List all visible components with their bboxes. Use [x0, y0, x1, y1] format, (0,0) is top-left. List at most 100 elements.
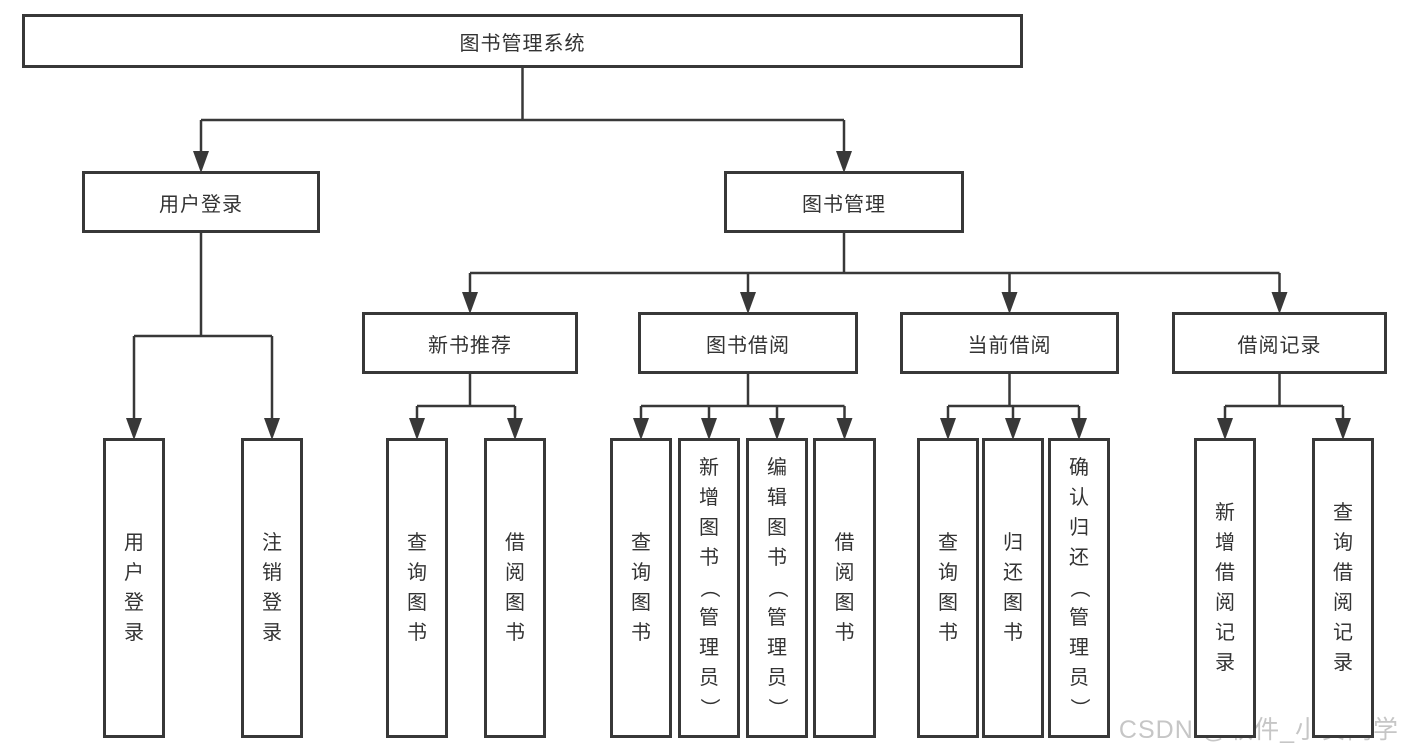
- node-label: 用户登录: [121, 528, 147, 648]
- label-char: 借: [834, 532, 855, 554]
- label-char: （: [698, 578, 720, 598]
- label-char: （: [1068, 578, 1090, 598]
- label-char: ）: [698, 698, 720, 718]
- node-label: 查询借阅记录: [1330, 498, 1356, 678]
- node-label: 图书管理系统: [459, 32, 586, 55]
- label-char: 注: [262, 532, 282, 554]
- label-char: 新: [1215, 502, 1235, 524]
- node-ul-logout: 注销登录: [241, 438, 303, 738]
- node-label: 新书推荐: [428, 334, 512, 357]
- node-borrow-records: 借阅记录: [1172, 312, 1387, 374]
- node-current-borrow: 当前借阅: [900, 312, 1119, 374]
- node-label: 当前借阅: [967, 334, 1052, 357]
- label-char: 图: [699, 517, 719, 539]
- label-char: 编: [767, 457, 787, 479]
- node-label: 注销登录: [259, 528, 285, 648]
- label-char: 询: [938, 562, 958, 584]
- label-char: 录: [124, 622, 144, 644]
- label-char: 管: [699, 607, 719, 629]
- label-char: 确: [1069, 457, 1089, 479]
- node-user-login: 用户登录: [82, 171, 320, 233]
- node-label: 图书管理: [802, 193, 886, 216]
- label-char: 录: [1215, 652, 1235, 674]
- label-char: 登: [124, 592, 144, 614]
- label-char: 图: [767, 517, 787, 539]
- label-char: 查: [1333, 502, 1353, 524]
- label-char: 户: [124, 562, 144, 584]
- node-label: 查询图书: [628, 528, 654, 648]
- label-char: 增: [699, 487, 719, 509]
- label-char: 图: [505, 592, 525, 614]
- label-char: 阅: [834, 562, 855, 584]
- node-ul-login: 用户登录: [103, 438, 165, 738]
- label-char: 书: [767, 547, 787, 569]
- label-char: 图: [1003, 592, 1023, 614]
- label-char: 阅: [1333, 592, 1353, 614]
- node-cb-confirm: 确认归还 （ 管理员 ）: [1048, 438, 1110, 738]
- label-char: （: [766, 578, 788, 598]
- node-nbr-query: 查询图书: [386, 438, 448, 738]
- label-char: 认: [1069, 487, 1089, 509]
- label-char: ）: [766, 698, 788, 718]
- label-char: 还: [1069, 547, 1089, 569]
- label-char: 理: [1069, 637, 1089, 659]
- label-char: 书: [505, 622, 525, 644]
- label-char: 理: [767, 637, 787, 659]
- node-label: 借阅记录: [1237, 334, 1322, 357]
- label-char: 登: [262, 592, 282, 614]
- label-char: 借: [505, 532, 525, 554]
- label-char: ）: [1068, 698, 1090, 718]
- node-label: 查询图书: [404, 528, 430, 648]
- node-label: 借阅图书: [502, 528, 528, 648]
- label-char: 录: [262, 622, 282, 644]
- node-root: 图书管理系统: [22, 14, 1023, 68]
- label-char: 管: [1069, 607, 1089, 629]
- node-label: 新增借阅记录: [1212, 498, 1238, 678]
- label-char: 查: [631, 532, 651, 554]
- label-char: 询: [1333, 532, 1353, 554]
- node-label: 新增图书（管理员）: [696, 453, 722, 723]
- label-char: 书: [938, 622, 958, 644]
- node-label: 归还图书: [1000, 528, 1026, 648]
- label-char: 查: [407, 532, 427, 554]
- label-char: 理: [699, 637, 719, 659]
- label-char: 图: [631, 592, 651, 614]
- label-char: 辑: [767, 487, 787, 509]
- label-char: 阅: [505, 562, 525, 584]
- label-char: 用: [124, 532, 144, 554]
- label-char: 员: [1069, 667, 1089, 689]
- label-char: 询: [631, 562, 651, 584]
- node-cb-return: 归还图书: [982, 438, 1044, 738]
- label-char: 询: [407, 562, 427, 584]
- label-char: 管: [767, 607, 787, 629]
- label-char: 销: [262, 562, 282, 584]
- node-label: 图书借阅: [706, 334, 790, 357]
- label-char: 增: [1215, 532, 1235, 554]
- label-char: 员: [767, 667, 787, 689]
- label-char: 记: [1333, 622, 1353, 644]
- label-char: 记: [1215, 622, 1235, 644]
- node-new-book-rec: 新书推荐: [362, 312, 578, 374]
- node-label: 编辑图书 （ 管理员 ）: [764, 453, 790, 723]
- node-nbr-borrow: 借阅图书: [484, 438, 546, 738]
- node-br-add: 新增借阅记录: [1194, 438, 1256, 738]
- label-char: 归: [1069, 517, 1089, 539]
- label-char: 图: [938, 592, 958, 614]
- label-char: 新: [699, 457, 719, 479]
- label-char: 员: [699, 667, 719, 689]
- label-char: 书: [834, 622, 855, 644]
- label-char: 图: [407, 592, 427, 614]
- node-cb-query: 查询图书: [917, 438, 979, 738]
- node-book-mgmt: 图书管理: [724, 171, 964, 233]
- node-bb-borrow: 借阅图书: [813, 438, 876, 738]
- label-char: 书: [407, 622, 427, 644]
- label-char: 借: [1333, 562, 1353, 584]
- node-label: 用户登录: [159, 193, 243, 216]
- node-book-borrow: 图书借阅: [638, 312, 858, 374]
- node-bb-query: 查询图书: [610, 438, 672, 738]
- label-char: 借: [1215, 562, 1235, 584]
- label-char: 归: [1003, 532, 1023, 554]
- label-char: 还: [1003, 562, 1023, 584]
